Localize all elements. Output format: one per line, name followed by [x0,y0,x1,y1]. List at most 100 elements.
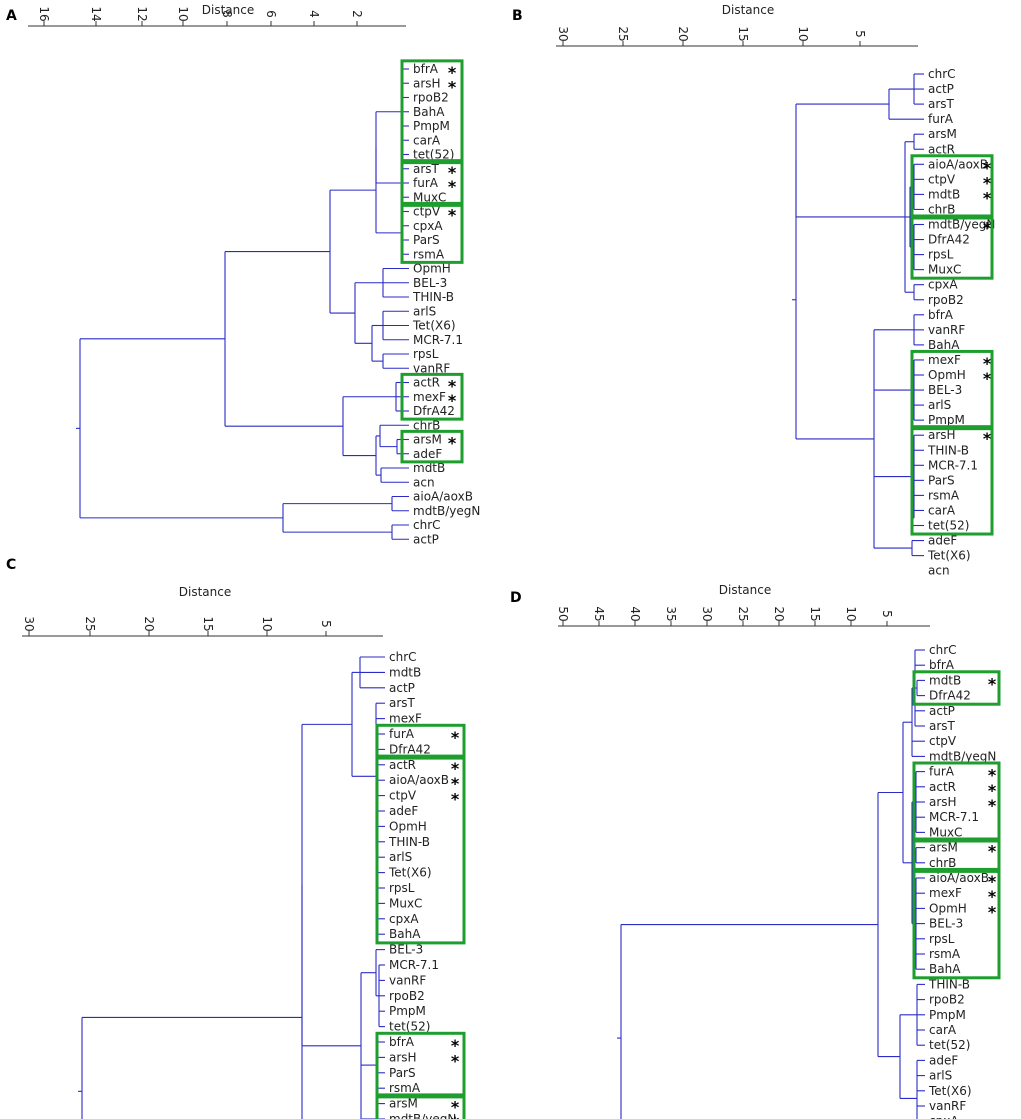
significance-star: * [451,1051,460,1070]
significance-star: * [988,674,997,693]
leaf-label: aioA/aoxB [929,871,989,885]
tick-label: 16 [37,6,51,21]
leaf-label: BEL-3 [389,943,423,957]
leaf-label: actP [929,704,955,718]
panel-letter: A [6,8,17,24]
leaf-label: BahA [389,927,421,941]
leaf-label: actR [413,376,440,390]
leaf-label: MCR-7.1 [928,458,978,472]
leaf-label: Tet(X6) [388,866,432,880]
leaf-label: arsM [413,433,442,447]
significance-star: * [448,391,457,410]
leaf-label: actR [389,758,416,772]
tick-label: 10 [844,606,858,621]
leaf-label: arsT [413,162,440,176]
leaf-label: acn [928,564,950,578]
leaf-label: adeF [389,804,418,818]
leaf-label: arsM [389,1097,418,1111]
leaf-label: vanRF [929,1099,966,1113]
leaf-label: cpxA [389,912,419,926]
cluster-box [400,429,464,464]
significance-star: * [451,774,460,793]
tick-label: 30 [22,616,36,631]
leaf-label: rpsL [929,932,955,946]
leaf-label: actP [389,681,415,695]
leaf-label: aioA/aoxB [389,773,449,787]
leaf-label: arsT [389,696,416,710]
significance-star: * [451,1036,460,1055]
significance-star: * [988,887,997,906]
leaf-label: PmpM [413,119,450,133]
tick-label: 25 [83,616,97,631]
leaf-label: chrB [413,418,440,432]
leaf-label: actP [413,532,439,546]
leaf-label: arlS [389,850,412,864]
significance-star: * [451,759,460,778]
leaf-label: MuxC [928,263,961,277]
leaf-label: rsmA [928,488,960,502]
leaf-label: bfrA [389,1035,415,1049]
significance-star: * [988,796,997,815]
cluster-box [912,867,1001,980]
leaf-label: MuxC [389,896,422,910]
significance-star: * [451,1113,460,1119]
axis-title: Distance [202,3,254,17]
leaf-label: MCR-7.1 [929,810,979,824]
leaf-label: carA [413,133,441,147]
significance-star: * [988,842,997,861]
leaf-label: mdtB/yegN [413,504,480,518]
significance-star: * [988,766,997,785]
leaf-label: Tet(X6) [412,319,456,333]
tick-label: 25 [736,606,750,621]
leaf-label: PmpM [928,413,965,427]
tick-label: 30 [556,26,570,41]
leaf-label: mdtB [389,665,421,679]
cluster-box [400,59,464,165]
leaf-label: rpoB2 [928,293,964,307]
leaf-label: acn [413,475,435,489]
leaf-label: furA [928,112,954,126]
tick-label: 15 [201,616,215,631]
leaf-label: tet(52) [389,1020,430,1034]
leaf-label: ctpV [928,172,956,186]
leaf-label: THIN-B [412,290,454,304]
axis-title: Distance [719,583,771,597]
leaf-label: mexF [389,712,422,726]
leaf-label: aioA/aoxB [413,490,473,504]
tick-label: 10 [260,616,274,631]
leaf-label: tet(52) [413,148,454,162]
leaf-label: arlS [929,1069,952,1083]
significance-star: * [988,781,997,800]
leaf-label: BEL-3 [413,276,447,290]
panel-letter: D [510,590,522,606]
leaf-label: arsH [389,1050,417,1064]
leaf-label: BahA [929,962,961,976]
significance-star: * [448,377,457,396]
significance-star: * [448,163,457,182]
leaf-label: chrC [929,643,957,657]
cluster-box [375,723,466,760]
leaf-label: rsmA [389,1081,421,1095]
leaf-label: mdtB/yegN [929,749,996,763]
leaf-label: chrC [928,67,956,81]
tick-label: 35 [664,606,678,621]
significance-star: * [983,158,992,177]
leaf-label: tet(52) [928,519,969,533]
leaf-label: actR [929,780,956,794]
leaf-label: mexF [413,390,446,404]
leaf-label: chrB [929,856,956,870]
leaf-label: arsH [929,795,957,809]
leaf-label: cpxA [928,278,958,292]
leaf-label: vanRF [413,361,450,375]
tick-label: 10 [796,26,810,41]
cluster-box [400,159,464,207]
axis-title: Distance [722,3,774,17]
significance-star: * [983,354,992,373]
leaf-label: arsT [929,719,956,733]
panel-letter: B [512,8,523,24]
tick-label: 50 [556,606,570,621]
cluster-box [375,1093,466,1119]
leaf-label: OpmH [928,368,966,382]
